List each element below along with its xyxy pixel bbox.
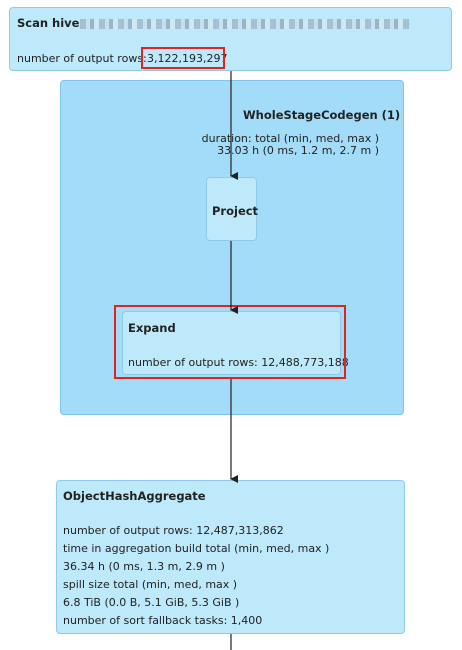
codegen-duration-value: 33.03 h (0 ms, 1.2 m, 2.7 m ) — [217, 144, 379, 157]
scan-hive-node[interactable]: Scan hive number of output rows: 3,122,1… — [9, 7, 452, 71]
expand-node-title: Expand — [128, 321, 176, 335]
scan-rows-highlight — [141, 47, 225, 69]
expand-node[interactable]: Expand number of output rows: 12,488,773… — [122, 311, 349, 375]
expand-rows: number of output rows: 12,488,773,188 — [128, 356, 349, 369]
aggregate-spill-size-label: spill size total (min, med, max ) — [63, 578, 238, 591]
aggregate-node-title: ObjectHashAggregate — [63, 489, 206, 503]
scan-node-title: Scan hive — [17, 16, 80, 30]
codegen-cluster-title: WholeStageCodegen (1) — [243, 108, 401, 122]
object-hash-aggregate-node[interactable]: ObjectHashAggregate number of output row… — [56, 480, 405, 634]
aggregate-spill-size-value: 6.8 TiB (0.0 B, 5.1 GiB, 5.3 GiB ) — [63, 596, 240, 609]
project-node-title: Project — [212, 204, 259, 218]
aggregate-output-rows: number of output rows: 12,487,313,862 — [63, 524, 284, 537]
redacted-table-name — [80, 19, 410, 29]
scan-rows-value: 3,122,193,297 — [147, 52, 228, 65]
codegen-duration-label: duration: total (min, med, max ) — [201, 132, 379, 145]
aggregate-build-time-label: time in aggregation build total (min, me… — [63, 542, 330, 555]
aggregate-build-time-value: 36.34 h (0 ms, 1.3 m, 2.9 m ) — [63, 560, 225, 573]
aggregate-sort-fallback: number of sort fallback tasks: 1,400 — [63, 614, 263, 627]
expand-node-highlight — [114, 305, 346, 379]
scan-rows-label: number of output rows: — [17, 52, 147, 65]
project-node[interactable]: Project — [206, 177, 259, 241]
